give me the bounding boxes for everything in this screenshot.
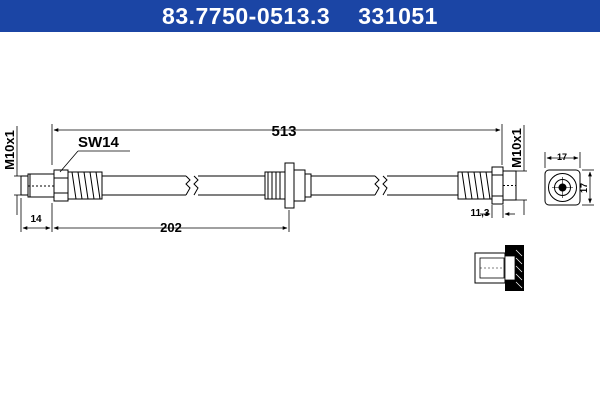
section-detail [474, 245, 524, 291]
wrench-size-label: SW14 [78, 134, 120, 151]
right-thread-label: M10x1 [509, 128, 524, 168]
bracket-distance-label: 202 [160, 220, 182, 235]
center-bracket-plate [284, 162, 295, 209]
dimension-lines [14, 124, 527, 232]
overall-length-label: 513 [271, 123, 296, 140]
end-view-width-label: 17 [557, 152, 567, 162]
right-fitting [491, 166, 504, 205]
title-text: 83.7750-0513.3 331051 [162, 3, 438, 30]
left-thread-tip [20, 175, 29, 196]
left-thread-label: M10x1 [2, 130, 17, 170]
article-number: 331051 [358, 2, 438, 29]
end-view [544, 169, 581, 206]
end-view-height-label: 17 [579, 183, 589, 193]
left-thread-length-label: 14 [30, 214, 42, 225]
part-number: 83.7750-0513.3 [162, 2, 331, 29]
brake-hose [20, 162, 517, 209]
end-view-dimensions [544, 152, 594, 206]
title-bar: 83.7750-0513.3 331051 [0, 0, 600, 32]
right-fitting-width-label: 11,3 [471, 208, 490, 219]
left-hex-nut [53, 169, 69, 202]
